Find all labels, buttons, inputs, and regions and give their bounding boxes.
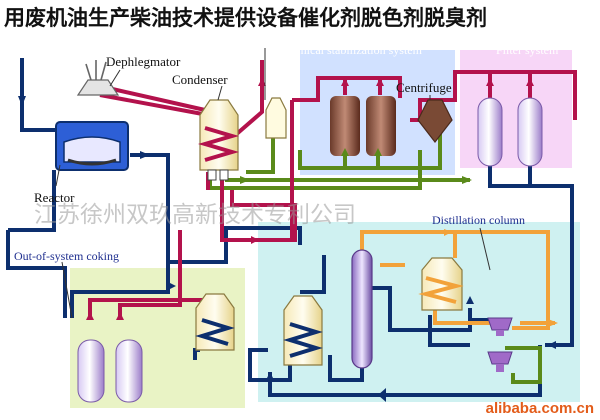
site-watermark: alibaba.com.cn [485, 400, 594, 417]
label-chemical-stabilization: Chemical stabilization system [278, 43, 423, 57]
label-centrifuge: Centrifuge [396, 80, 452, 95]
leader-lines [55, 48, 491, 319]
reactor-vessel [55, 121, 129, 171]
label-reactor: Reactor [34, 190, 75, 205]
filter-tanks [477, 97, 543, 167]
distillation-column [351, 249, 373, 369]
label-condenser: Condenser [172, 72, 228, 87]
coking-condenser [195, 293, 235, 351]
orange-pipes [360, 230, 555, 330]
centrifuge [417, 99, 453, 143]
coking-tanks [77, 339, 143, 403]
distillation-condenser [418, 257, 464, 311]
watermark-text: 江苏徐州双玖高新技术专利公司 [34, 202, 356, 228]
filter-system-region [460, 50, 572, 168]
label-out-of-system-coking: Out-of-system coking [14, 249, 119, 263]
flow-arrows [18, 96, 556, 402]
distillation-outlets [487, 317, 513, 372]
label-distillation-column: Distillation column [432, 213, 525, 227]
label-filter-system: Filter system [496, 43, 559, 57]
dephlegmator [76, 60, 120, 96]
condenser [197, 99, 240, 181]
feed-condenser [283, 295, 323, 366]
label-dephlegmator: Dephlegmator [106, 54, 181, 69]
intermediate-tank [265, 97, 287, 139]
diagram-title: 用废机油生产柴油技术提供设备催化剂脱色剂脱臭剂 [4, 6, 487, 30]
stabilization-tanks [330, 96, 396, 156]
